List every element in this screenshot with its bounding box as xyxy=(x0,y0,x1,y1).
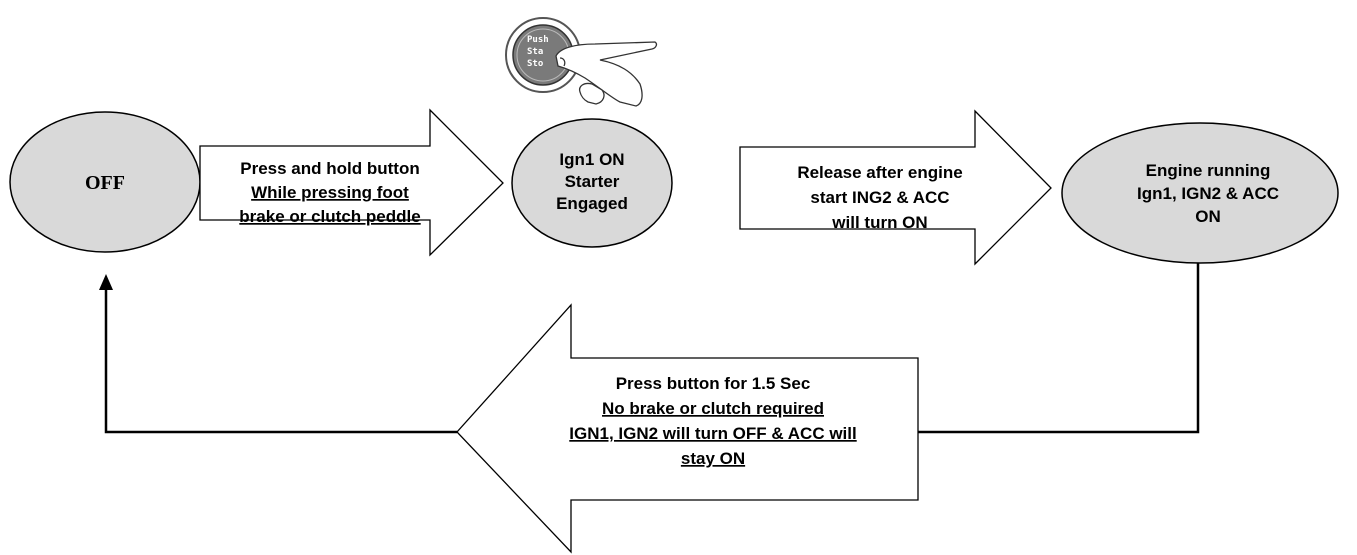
state-engine-running xyxy=(1061,122,1339,264)
transition-stop-text: Press button for 1.5 Sec xyxy=(616,374,811,393)
return-line-right xyxy=(918,263,1200,434)
state-ign1-label: Engaged xyxy=(556,194,628,213)
transition-arrow-release xyxy=(739,109,1052,266)
transition-release-text: start ING2 & ACC xyxy=(810,188,949,207)
transition-start-text: brake or clutch peddle xyxy=(239,207,420,226)
state-running-label: ON xyxy=(1195,207,1221,226)
state-ign1-label: Starter xyxy=(565,172,620,191)
transition-arrow-start xyxy=(199,108,504,257)
state-ign1-on xyxy=(511,118,673,248)
finger-icon xyxy=(555,41,658,107)
state-running-label: Engine running xyxy=(1146,161,1271,180)
return-line-left xyxy=(104,285,457,434)
transition-stop-text: stay ON xyxy=(681,449,745,468)
state-off-label: OFF xyxy=(85,172,125,194)
button-label-start: Sta xyxy=(527,47,543,57)
transition-release-text: will turn ON xyxy=(831,213,927,232)
state-running-label: Ign1, IGN2 & ACC xyxy=(1137,184,1279,203)
button-label-push: Push xyxy=(527,35,549,45)
transition-stop-text: IGN1, IGN2 will turn OFF & ACC will xyxy=(569,424,856,443)
state-ign1-label: Ign1 ON xyxy=(559,150,624,169)
transition-start-text: Press and hold button xyxy=(240,159,419,178)
transition-stop-text: No brake or clutch required xyxy=(602,399,824,418)
button-label-stop: Sto xyxy=(527,59,543,69)
transition-release-text: Release after engine xyxy=(797,163,962,182)
transition-arrow-stop xyxy=(456,303,919,554)
return-arrowhead-icon xyxy=(99,274,113,290)
transition-start-text: While pressing foot xyxy=(251,183,409,202)
